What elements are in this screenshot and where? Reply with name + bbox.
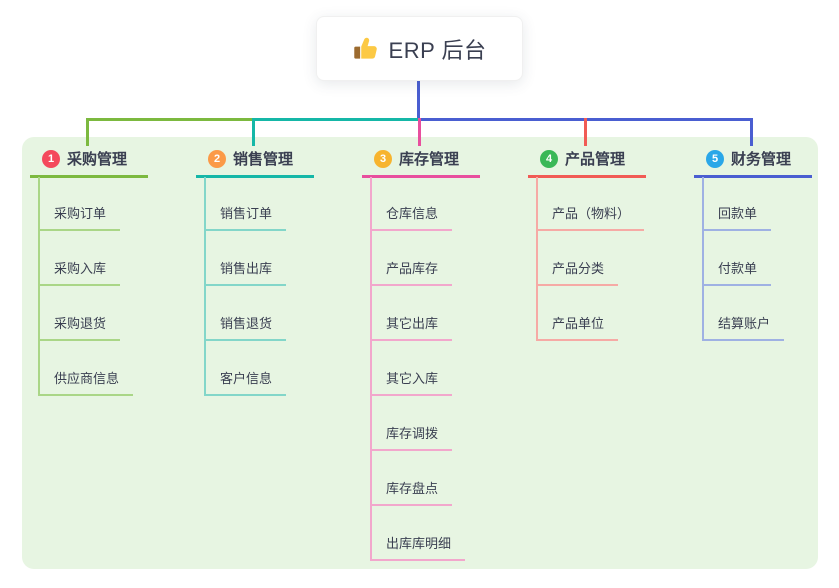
branch-drop-line-2 [252, 118, 255, 146]
branch-number-badge: 3 [374, 149, 392, 168]
branch-5-child-3[interactable]: 结算账户 [702, 313, 785, 341]
root-node[interactable]: ERP 后台 [316, 16, 523, 81]
branch-1-child-3[interactable]: 采购退货 [38, 313, 121, 341]
branch-label: 财务管理 [731, 151, 792, 168]
branch-1-child-1[interactable]: 采购订单 [38, 203, 121, 231]
branch-5-child-2[interactable]: 付款单 [702, 258, 772, 286]
children-connector-line-4 [536, 177, 538, 341]
branch-label: 采购管理 [67, 151, 128, 168]
branch-label: 库存管理 [399, 151, 460, 168]
branch-3-child-3[interactable]: 其它出库 [370, 313, 453, 341]
branch-3-child-6[interactable]: 库存盘点 [370, 478, 453, 506]
branch-node-1[interactable]: 1 采购管理 [42, 148, 127, 169]
branch-1-child-2[interactable]: 采购入库 [38, 258, 121, 286]
branch-2-child-4[interactable]: 客户信息 [204, 368, 287, 396]
bus-segment-1 [86, 118, 254, 121]
branch-drop-line-4 [584, 118, 587, 146]
branch-number-badge: 4 [540, 149, 558, 168]
branch-label: 产品管理 [565, 151, 626, 168]
branch-drop-line-1 [86, 118, 89, 146]
branch-underline-2 [196, 175, 314, 178]
children-connector-line-3 [370, 177, 372, 561]
branch-underline-3 [362, 175, 480, 178]
branch-4-child-2[interactable]: 产品分类 [536, 258, 619, 286]
root-stem-line [417, 81, 420, 118]
bus-segment-2 [252, 118, 419, 121]
branch-underline-5 [694, 175, 812, 178]
branch-3-child-5[interactable]: 库存调拨 [370, 423, 453, 451]
branch-5-child-1[interactable]: 回款单 [702, 203, 772, 231]
children-connector-line-1 [38, 177, 40, 396]
branch-label: 销售管理 [233, 151, 294, 168]
branches-panel [22, 137, 818, 569]
branch-3-child-1[interactable]: 仓库信息 [370, 203, 453, 231]
branch-drop-line-5 [750, 118, 753, 146]
branch-3-child-2[interactable]: 产品库存 [370, 258, 453, 286]
branch-2-child-2[interactable]: 销售出库 [204, 258, 287, 286]
thumbs-up-icon [353, 37, 377, 59]
branch-node-2[interactable]: 2 销售管理 [208, 148, 293, 169]
children-connector-line-2 [204, 177, 206, 396]
children-connector-line-5 [702, 177, 704, 341]
branch-2-child-3[interactable]: 销售退货 [204, 313, 287, 341]
branch-4-child-1[interactable]: 产品（物料） [536, 203, 645, 231]
branch-number-badge: 5 [706, 149, 724, 168]
branch-4-child-3[interactable]: 产品单位 [536, 313, 619, 341]
branch-underline-4 [528, 175, 646, 178]
branch-underline-1 [30, 175, 148, 178]
branch-3-child-7[interactable]: 出库库明细 [370, 533, 466, 561]
branch-number-badge: 2 [208, 149, 226, 168]
branch-2-child-1[interactable]: 销售订单 [204, 203, 287, 231]
branch-drop-line-3 [418, 118, 421, 146]
branch-1-child-4[interactable]: 供应商信息 [38, 368, 134, 396]
branch-node-4[interactable]: 4 产品管理 [540, 148, 625, 169]
root-label: ERP 后台 [388, 37, 487, 63]
branch-3-child-4[interactable]: 其它入库 [370, 368, 453, 396]
branch-node-5[interactable]: 5 财务管理 [706, 148, 791, 169]
branch-node-3[interactable]: 3 库存管理 [374, 148, 459, 169]
branch-number-badge: 1 [42, 149, 60, 168]
